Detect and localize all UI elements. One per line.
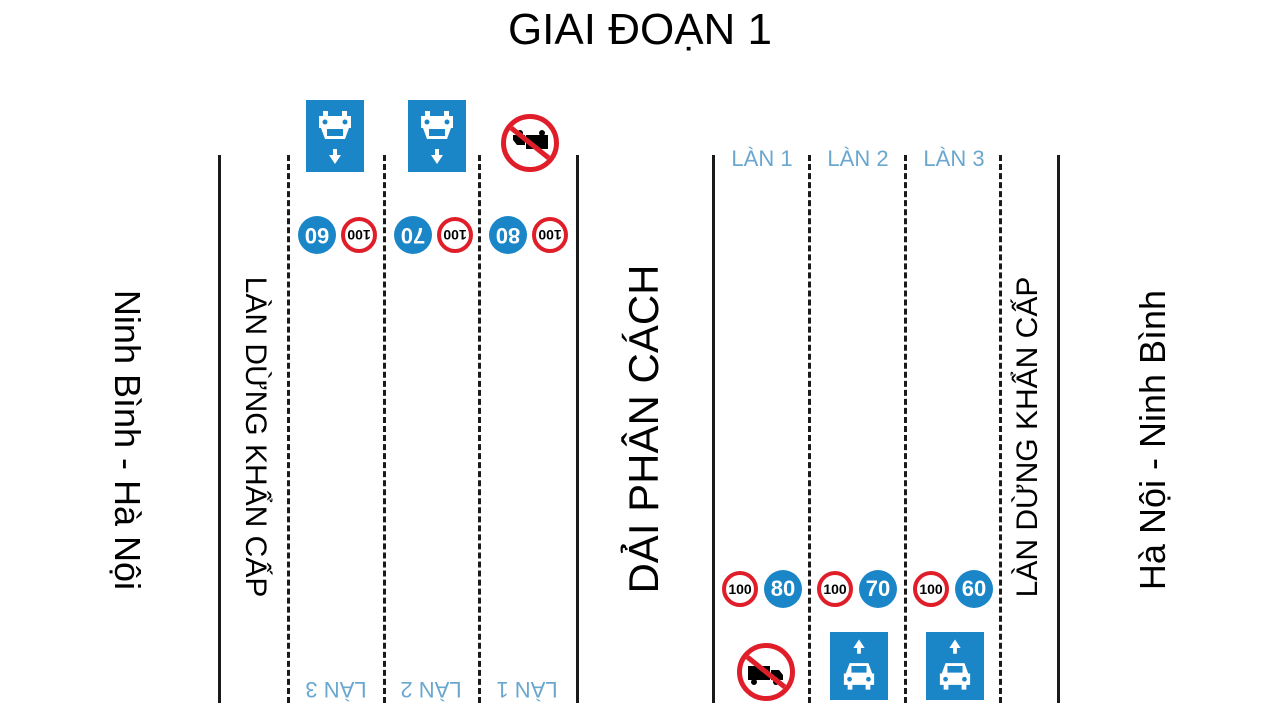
car-lane-sign-right-2 [830,632,888,700]
right-edge-line [1057,155,1060,703]
left-lane-divider-3 [478,155,481,703]
right-direction-label: Hà Nội - Ninh Bình [1132,289,1173,591]
right-lane-divider-3 [999,155,1002,703]
no-truck-sign-left [501,114,559,172]
car-down-icon [421,111,453,164]
page-title: GIAI ĐOẠN 1 [507,5,773,54]
max-speed-sign-left-lane-3: 100 [341,217,377,253]
min-speed-sign-right-lane-3: 60 [955,570,993,608]
min-speed-sign-left-lane-2: 70 [394,216,432,254]
left-edge-line [218,155,221,703]
left-lane-divider-2 [383,155,386,703]
right-lane-divider-2 [904,155,907,703]
left-median-line [576,155,579,703]
max-speed-sign-left-lane-1: 100 [532,217,568,253]
car-lane-sign-left-1 [306,100,364,172]
max-speed-sign-right-lane-3: 100 [913,571,949,607]
left-direction-label: Ninh Bình - Hà Nội [107,289,148,591]
car-up-icon [843,639,875,690]
car-up-icon [939,639,971,690]
left-lane-3-label: LÀN 3 [305,677,367,702]
min-speed-sign-right-lane-1: 80 [764,570,802,608]
no-truck-icon [508,125,552,161]
right-lane-1-label: LÀN 1 [731,146,793,171]
right-median-line [712,155,715,703]
left-lane-2-label: LÀN 2 [400,677,462,702]
min-speed-sign-right-lane-2: 70 [859,570,897,608]
min-speed-sign-left-lane-3: 60 [298,216,336,254]
no-truck-icon [744,654,788,690]
left-emergency-lane-label: LÀN DỪNG KHẨN CẤP [239,276,272,598]
median-label: DẢI PHÂN CÁCH [620,264,667,594]
right-lane-2-label: LÀN 2 [827,146,889,171]
max-speed-sign-right-lane-1: 100 [722,571,758,607]
min-speed-sign-left-lane-1: 80 [489,216,527,254]
car-lane-sign-right-3 [926,632,984,700]
car-down-icon [319,111,351,164]
left-lane-1-label: LÀN 1 [496,677,558,702]
right-lane-3-label: LÀN 3 [923,146,985,171]
left-lane-divider-1 [287,155,290,703]
car-lane-sign-left-2 [408,100,466,172]
max-speed-sign-left-lane-2: 100 [437,217,473,253]
right-lane-divider-1 [808,155,811,703]
no-truck-sign-right [737,643,795,701]
right-emergency-lane-label: LÀN DỪNG KHẨN CẤP [1011,276,1044,598]
max-speed-sign-right-lane-2: 100 [817,571,853,607]
